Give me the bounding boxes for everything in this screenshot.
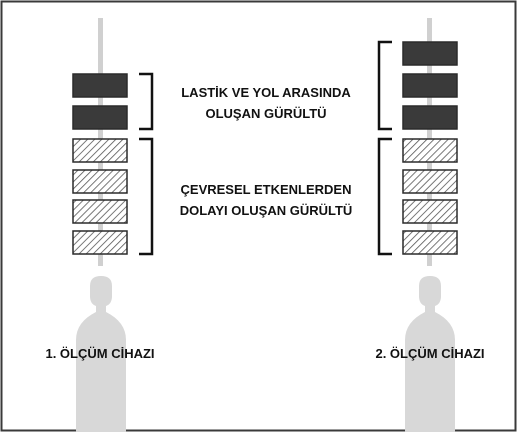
- device-2-label: 2. ÖLÇÜM CİHAZI: [375, 346, 485, 361]
- environmental-noise-line-1: ÇEVRESEL ETKENLERDEN: [180, 182, 352, 197]
- device-1-hatched-block-3: [72, 199, 128, 224]
- device-1-hatched-block-4: [72, 230, 128, 255]
- device-1-label: 1. ÖLÇÜM CİHAZI: [45, 346, 155, 361]
- device-2-solid-block-1: [402, 41, 458, 66]
- environmental-noise-line-2: DOLAYI OLUŞAN GÜRÜLTÜ: [179, 203, 353, 218]
- tire-road-noise-line-1: LASTİK VE YOL ARASINDA: [181, 85, 351, 100]
- device-2-hatched-block-1: [402, 138, 458, 163]
- device-1-hatched-block-2: [72, 169, 128, 194]
- tire-road-noise-label: LASTİK VE YOL ARASINDA OLUŞAN GÜRÜLTÜ: [164, 82, 368, 124]
- device-2-solid-block-3: [402, 105, 458, 130]
- device-2-hatched-block-2: [402, 169, 458, 194]
- tire-road-noise-line-2: OLUŞAN GÜRÜLTÜ: [205, 106, 327, 121]
- device-1-solid-block-1: [72, 73, 128, 98]
- device-2: [402, 18, 458, 432]
- environmental-noise-label: ÇEVRESEL ETKENLERDEN DOLAYI OLUŞAN GÜRÜL…: [164, 179, 368, 221]
- bracket-tire-road-device-1: [139, 72, 154, 131]
- device-1-sensor: [76, 276, 126, 432]
- device-2-sensor: [405, 276, 455, 432]
- device-1-solid-block-2: [72, 105, 128, 130]
- device-2-hatched-block-4: [402, 230, 458, 255]
- bracket-environmental-device-2: [377, 137, 392, 256]
- bracket-tire-road-device-2: [377, 40, 392, 131]
- device-1: [72, 18, 128, 432]
- device-2-hatched-block-3: [402, 199, 458, 224]
- bracket-environmental-device-1: [139, 137, 154, 256]
- device-2-solid-block-2: [402, 73, 458, 98]
- device-1-hatched-block-1: [72, 138, 128, 163]
